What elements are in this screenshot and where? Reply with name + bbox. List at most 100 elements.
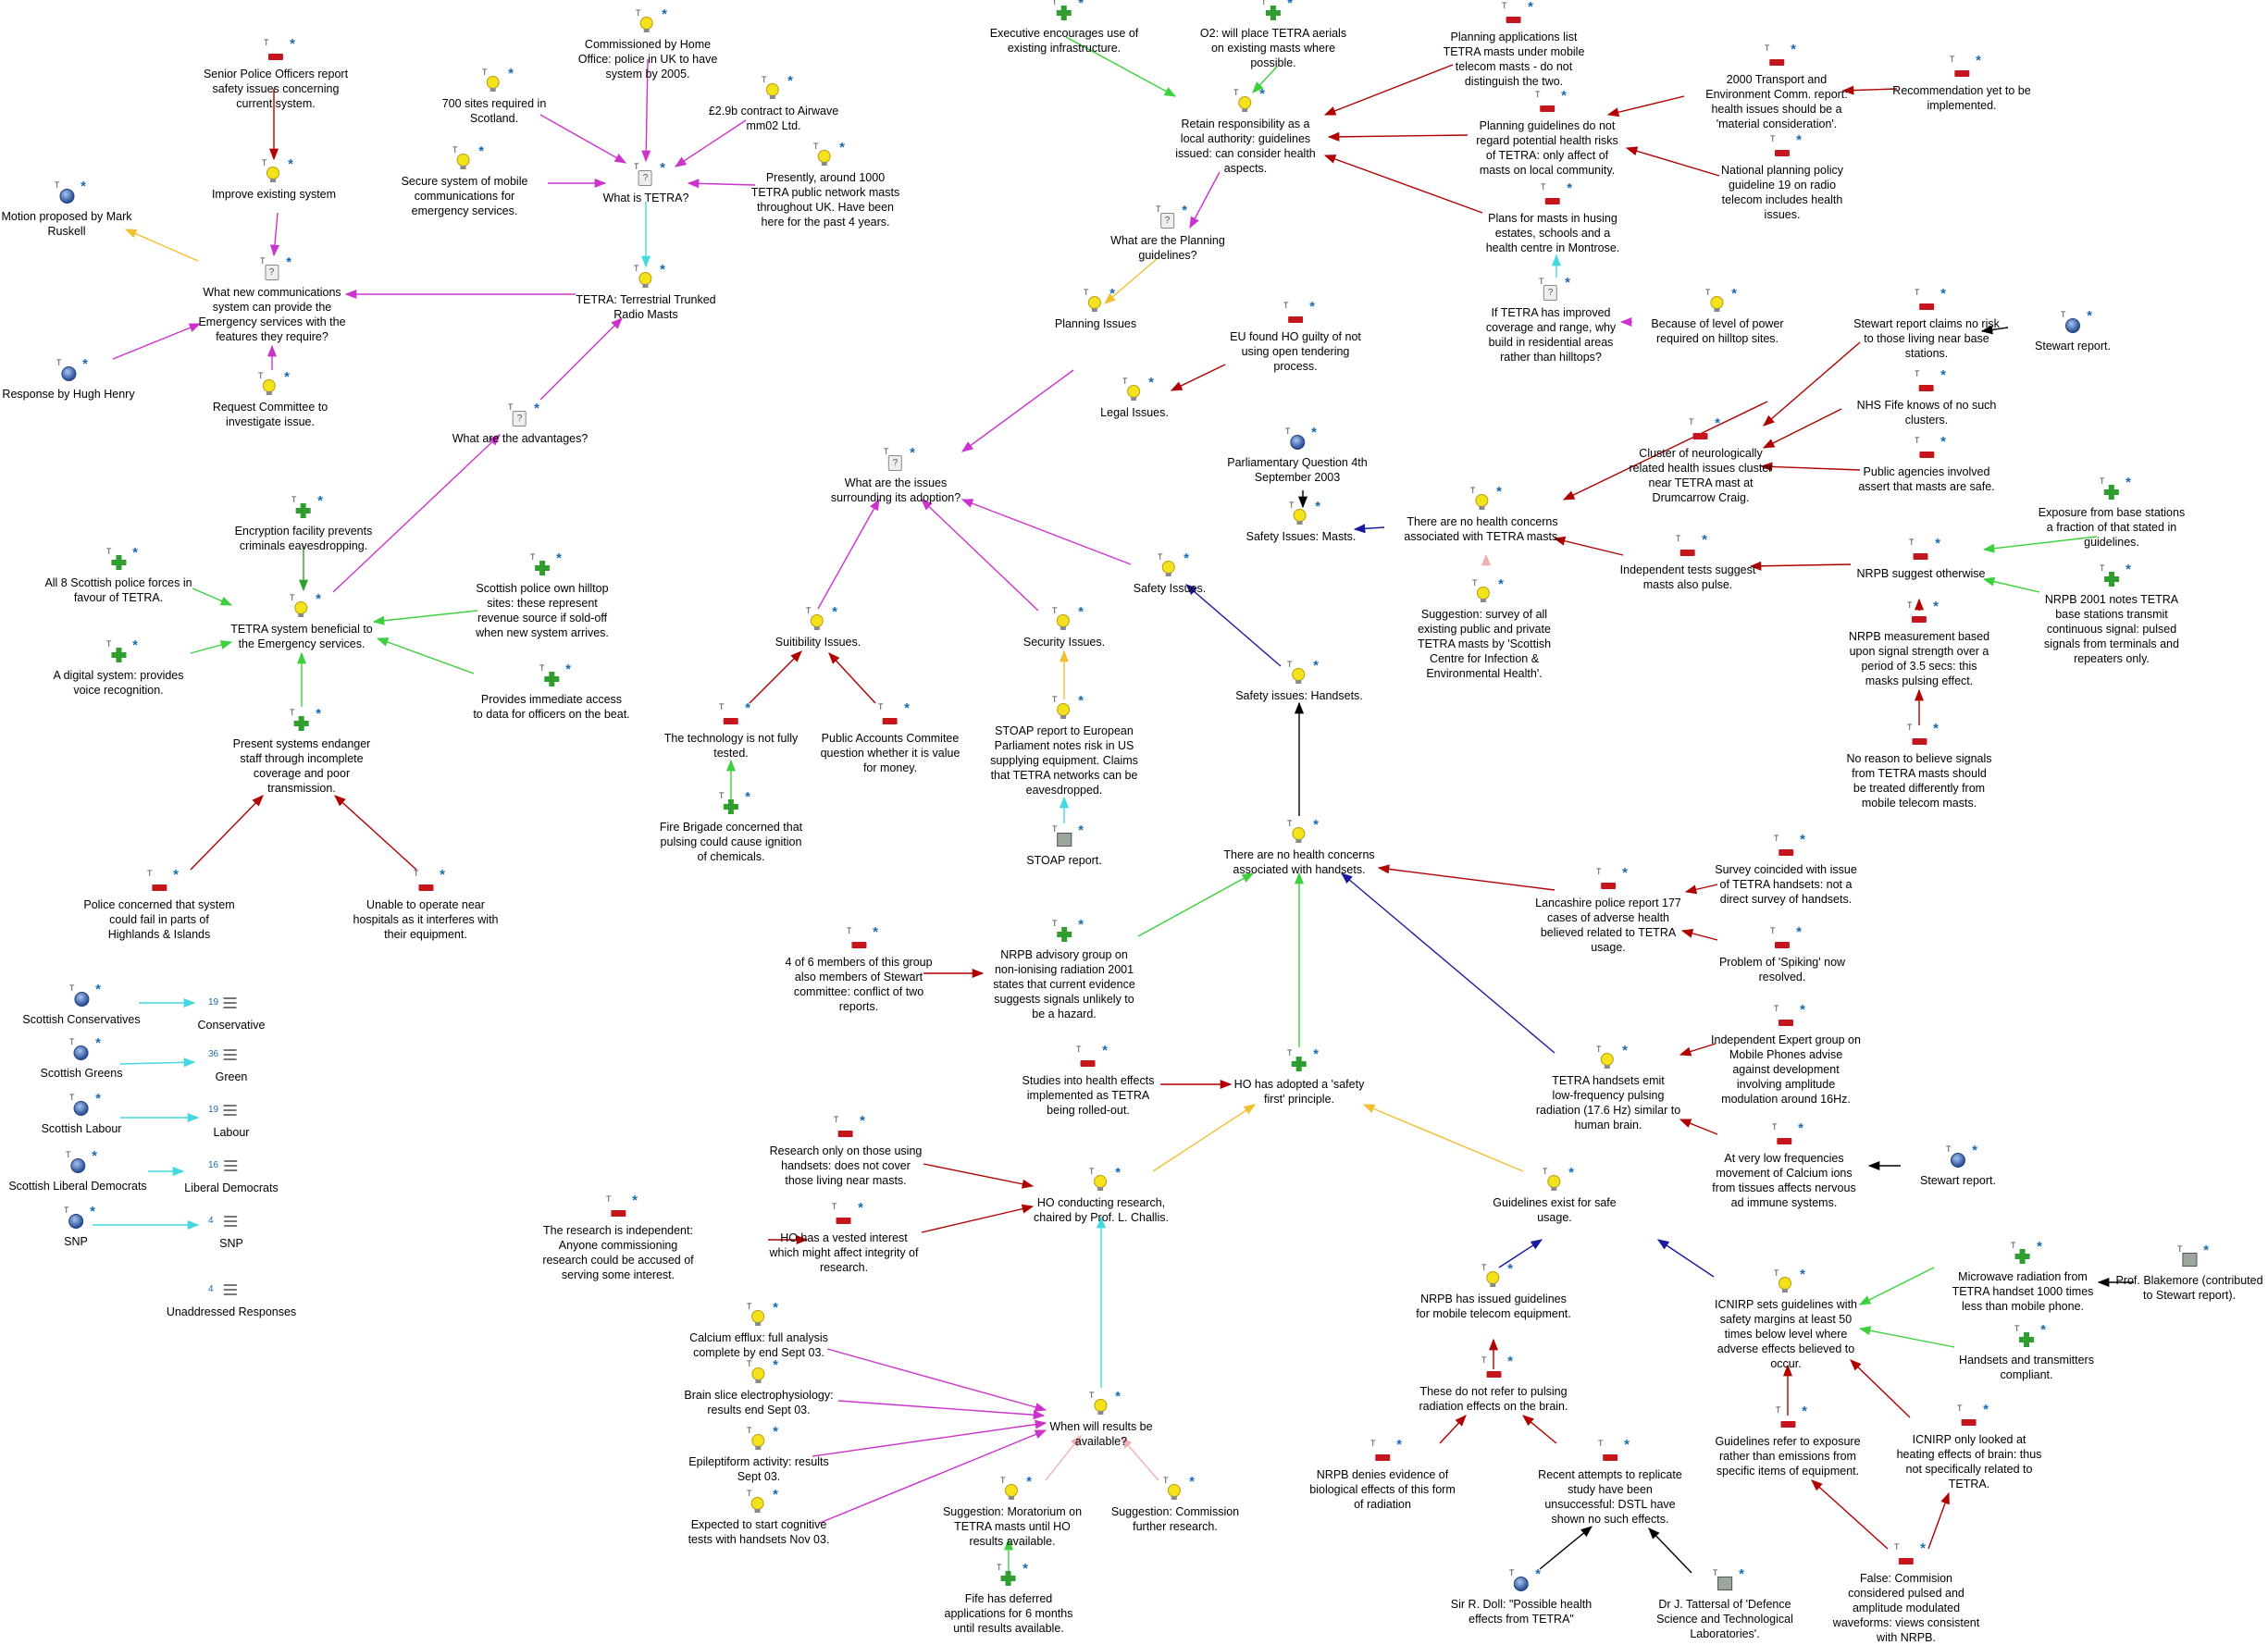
map-node[interactable]: T*Independent Expert group on Mobile Pho… [1711, 1003, 1861, 1107]
map-node[interactable]: ?T*What are the advantages? [452, 402, 589, 446]
map-node[interactable]: T*Presently, around 1000 TETRA public ne… [751, 141, 899, 229]
map-node[interactable]: T*Exposure from base stations a fraction… [2039, 476, 2185, 550]
map-node[interactable]: T*O2: will place TETRA aerials on existi… [1200, 0, 1346, 70]
map-node[interactable]: ?T*What is TETRA? [603, 161, 689, 205]
map-node[interactable]: T*Secure system of mobile communications… [402, 144, 528, 218]
map-node[interactable]: T*STOAP report to European Parliament no… [990, 694, 1138, 798]
map-node[interactable]: ?T*What are the issues surrounding its a… [831, 446, 960, 505]
map-node[interactable]: T*Studies into health effects implemente… [1022, 1044, 1155, 1118]
map-node[interactable]: T*TETRA system beneficial to the Emergen… [230, 592, 373, 651]
map-node[interactable]: T*Dr J. Tattersal of 'Defence Science an… [1656, 1567, 1793, 1641]
map-node[interactable]: T*£2.9b contract to Airwave mm02 Ltd. [709, 74, 838, 133]
map-node[interactable]: T*Commissioned by Home Office: police in… [578, 7, 718, 81]
map-node[interactable]: T*NRPB denies evidence of biological eff… [1309, 1438, 1455, 1512]
map-node[interactable]: T*Survey coincided with issue of TETRA h… [1715, 833, 1857, 907]
map-node[interactable]: T*Guidelines exist for safe usage. [1493, 1166, 1616, 1225]
map-node[interactable]: T*Recent attempts to replicate study hav… [1538, 1438, 1682, 1527]
map-node[interactable]: T*NRPB measurement based upon signal str… [1849, 600, 1989, 688]
map-node[interactable]: T*Parliamentary Question 4th September 2… [1227, 426, 1367, 485]
map-node[interactable]: T*The technology is not fully tested. [664, 701, 799, 761]
map-node[interactable]: T*Scottish Conservatives [22, 983, 140, 1027]
map-node[interactable]: T*Scottish Labour [42, 1092, 122, 1136]
map-node[interactable]: T*Safety Issues. [1134, 551, 1207, 596]
map-node[interactable]: T*Unable to operate near hospitals as it… [353, 868, 498, 942]
map-node[interactable]: T*Present systems endanger staff through… [233, 707, 371, 796]
map-node[interactable]: T*Encryption facility prevents criminals… [235, 494, 373, 553]
map-node[interactable]: T*Brain slice electrophysiology: results… [684, 1358, 833, 1417]
map-node[interactable]: T*NRPB suggest otherwise [1857, 537, 1986, 581]
map-node[interactable]: T*HO conducting research, chaired by Pro… [1034, 1166, 1169, 1225]
map-node[interactable]: T*Scottish police own hilltop sites: the… [476, 551, 609, 640]
map-node[interactable]: T*The research is independent: Anyone co… [542, 1194, 693, 1282]
map-node[interactable]: T*Scottish Liberal Democrats [8, 1149, 146, 1194]
map-node[interactable]: T*SNP [64, 1205, 95, 1249]
map-node[interactable]: T*NRPB advisory group on non-ionising ra… [993, 918, 1135, 1021]
map-node[interactable]: T*No reason to believe signals from TETR… [1846, 722, 1991, 810]
map-node[interactable]: T*Handsets and transmitters compliant. [1959, 1323, 2094, 1382]
map-node[interactable]: T*Fire Brigade concerned that pulsing co… [660, 790, 802, 864]
map-node[interactable]: T*National planning policy guideline 19 … [1721, 133, 1843, 222]
map-node[interactable]: T*Scottish Greens [41, 1036, 123, 1081]
map-node[interactable]: T*Calcium efflux: full analysis complete… [689, 1301, 828, 1360]
map-node[interactable]: T*There are no health concerns associate… [1223, 818, 1374, 877]
map-node[interactable]: T*Microwave radiation from TETRA handset… [1952, 1240, 2094, 1314]
map-node[interactable]: T*Police concerned that system could fai… [83, 868, 234, 942]
map-node[interactable]: T*All 8 Scottish police forces in favour… [44, 546, 192, 605]
map-node[interactable]: T*Public Accounts Commitee question whet… [821, 701, 960, 775]
map-node[interactable]: T*NRPB has issued guidelines for mobile … [1416, 1262, 1570, 1321]
map-node[interactable]: T*Public agencies involved assert that m… [1858, 435, 1994, 494]
map-node[interactable]: T*Cluster of neurologically related heal… [1630, 416, 1773, 505]
map-node[interactable]: T*Suggestion: Commission further researc… [1111, 1475, 1239, 1534]
map-node[interactable]: T*Because of level of power required on … [1651, 287, 1783, 346]
map-node[interactable]: T*Stewart report claims no risk to those… [1853, 287, 2000, 361]
map-node[interactable]: T*Stewart report. [2035, 309, 2111, 353]
map-node[interactable]: T*When will results be available? [1049, 1390, 1152, 1449]
map-node[interactable]: T*NHS Fife knows of no such clusters. [1857, 368, 1997, 427]
map-node[interactable]: ?T*If TETRA has improved coverage and ra… [1486, 276, 1616, 365]
map-node[interactable]: T*At very low frequencies movement of Ca… [1712, 1121, 1855, 1210]
map-node[interactable]: T*EU found HO guilty of not using open t… [1230, 300, 1361, 374]
map-node[interactable]: T*NRPB 2001 notes TETRA base stations tr… [2044, 563, 2179, 666]
map-node[interactable]: ?T*What new communications system can pr… [198, 255, 345, 344]
map-node[interactable]: T*Response by Hugh Henry [2, 357, 134, 402]
map-node[interactable]: T*Request Committee to investigate issue… [213, 370, 328, 429]
map-node[interactable]: T*TETRA handsets emit low-frequency puls… [1536, 1044, 1680, 1132]
map-node[interactable]: T*Suggestion: Moratorium on TETRA masts … [943, 1475, 1082, 1549]
map-node[interactable]: T*Planning applications list TETRA masts… [1444, 0, 1585, 89]
map-node[interactable]: ?T*What are the Planning guidelines? [1110, 204, 1225, 263]
map-node[interactable]: T*HO has adopted a 'safety first' princi… [1234, 1047, 1365, 1107]
map-node[interactable]: T*Provides immediate access to data for … [473, 662, 629, 722]
map-node[interactable]: T*Recommendation yet to be implemented. [1892, 54, 2030, 113]
map-node[interactable]: T*2000 Transport and Environment Comm. r… [1705, 43, 1848, 131]
map-node[interactable]: T*There are no health concerns associate… [1404, 485, 1560, 544]
map-node[interactable]: T*HO has a vested interest which might a… [770, 1201, 919, 1275]
map-node[interactable]: T*Research only on those using handsets:… [770, 1114, 923, 1188]
map-node[interactable]: T*Planning guidelines do not regard pote… [1476, 89, 1618, 178]
map-node[interactable]: T*STOAP report. [1026, 823, 1102, 868]
map-node[interactable]: T*Security Issues. [1023, 605, 1105, 649]
map-node[interactable]: T*Executive encourages use of existing i… [990, 0, 1139, 56]
map-node[interactable]: T*TETRA: Terrestrial Trunked Radio Masts [576, 263, 715, 322]
map-node[interactable]: T*4 of 6 members of this group also memb… [785, 925, 932, 1014]
map-node[interactable]: T*Sir R. Doll: "Possible health effects … [1451, 1567, 1592, 1626]
map-node[interactable]: T*Prof. Blakemore (contributed to Stewar… [2115, 1243, 2262, 1303]
map-node[interactable]: T*Expected to start cognitive tests with… [688, 1488, 830, 1547]
map-node[interactable]: T*ICNIRP sets guidelines with safety mar… [1715, 1268, 1857, 1371]
map-node[interactable]: T*A digital system: provides voice recog… [53, 638, 183, 698]
map-node[interactable]: T*Fife has deferred applications for 6 m… [945, 1562, 1073, 1636]
map-node[interactable]: T*Problem of 'Spiking' now resolved. [1719, 925, 1845, 984]
map-node[interactable]: T*Suggestion: survey of all existing pub… [1418, 577, 1551, 681]
map-node[interactable]: T*700 sites required in Scotland. [442, 67, 547, 126]
map-node[interactable]: T*Planning Issues [1055, 287, 1136, 331]
map-node[interactable]: T*Guidelines refer to exposure rather th… [1715, 1404, 1860, 1478]
map-node[interactable]: T*Motion proposed by Mark Ruskell [1, 179, 131, 239]
map-node[interactable]: T*False: Commision considered pulsed and… [1833, 1541, 1979, 1645]
map-node[interactable]: T*Retain responsibility as a local autho… [1175, 87, 1315, 176]
